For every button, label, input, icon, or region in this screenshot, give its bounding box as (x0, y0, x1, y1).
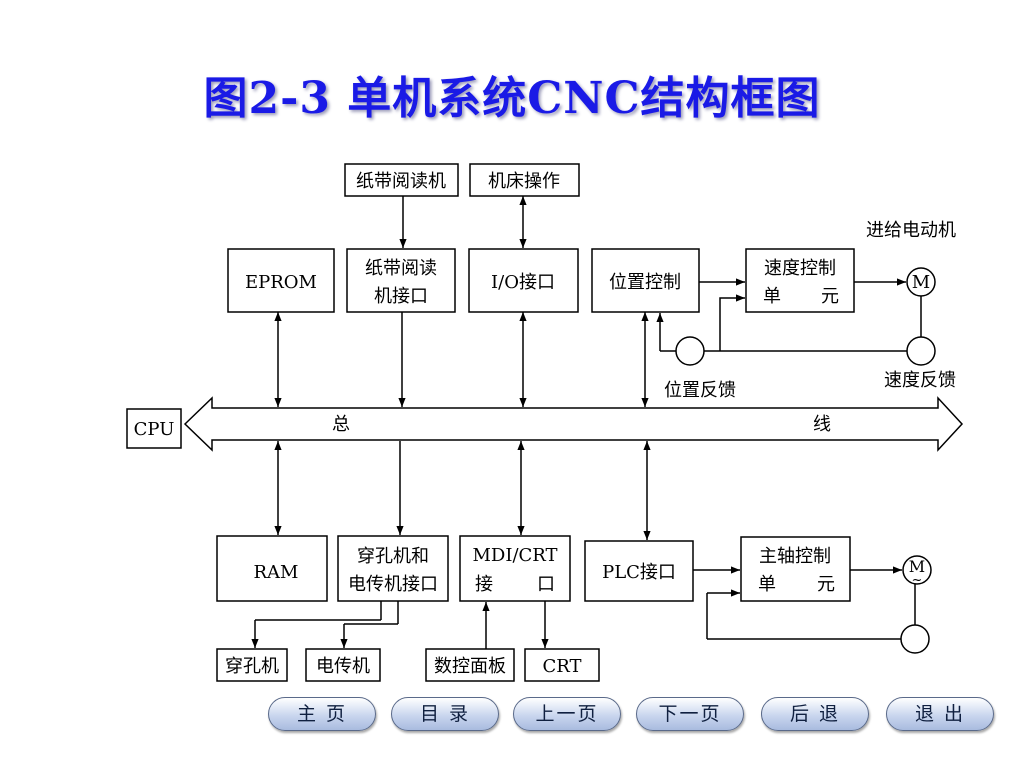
speed-unit-label-1: 速度控制 (764, 258, 836, 279)
machine-panel-label: 机床操作 (488, 171, 560, 192)
plc-interface-label: PLC接口 (602, 562, 676, 583)
ram-box (216, 535, 328, 602)
plc-interface-box (584, 540, 694, 602)
spindle-motor-symbol: M (909, 557, 925, 576)
bus-label-right: 线 (813, 414, 831, 435)
position-feedback-label: 位置反馈 (664, 380, 736, 401)
ram-label: RAM (254, 562, 299, 583)
position-sensor-circle (675, 336, 705, 366)
home-button[interactable]: 主 页 (268, 697, 376, 731)
speed-unit-label-2b: 元 (821, 286, 839, 307)
punch-interface-label-1: 穿孔机和 (357, 546, 429, 567)
cpu-label: CPU (134, 419, 175, 440)
contents-button[interactable]: 目 录 (391, 697, 499, 731)
spindle-unit-label-2b: 元 (817, 574, 835, 595)
speed-unit-box (745, 248, 855, 313)
tape-interface-label-2: 机接口 (374, 286, 428, 307)
cpu-box (126, 408, 182, 449)
bus-label-left: 总 (332, 414, 350, 435)
mdi-crt-label-2a: 接 (475, 574, 493, 595)
speed-sensor-circle (906, 336, 936, 366)
next-page-button[interactable]: 下一页 (636, 697, 744, 731)
spindle-unit-label-2a: 单 (758, 574, 776, 595)
position-control-label: 位置控制 (609, 272, 681, 293)
spindle-unit-label-1: 主轴控制 (759, 546, 831, 567)
spindle-unit-box (740, 536, 851, 602)
nc-panel-box (425, 648, 515, 682)
mdi-crt-label-1: MDI/CRT (472, 545, 557, 566)
mdi-crt-box (459, 535, 571, 602)
prev-page-button[interactable]: 上一页 (513, 697, 621, 731)
punch-label: 穿孔机 (225, 656, 279, 677)
back-button[interactable]: 后 退 (761, 697, 869, 731)
spindle-motor-tilde: ~ (912, 573, 923, 588)
feed-motor-label: 进给电动机 (866, 220, 956, 241)
crt-label: CRT (542, 656, 581, 677)
mdi-crt-label-2b: 口 (537, 574, 555, 595)
tape-interface-label-1: 纸带阅读 (365, 258, 437, 279)
feed-motor-symbol: M (912, 272, 930, 293)
speed-feedback-label: 速度反馈 (884, 370, 956, 391)
punch-interface-label-2: 电传机接口 (348, 574, 438, 595)
crt-box (524, 648, 600, 682)
punch-box (216, 648, 288, 682)
page-title: 图2-3 单机系统CNC结构框图 (203, 73, 821, 124)
tape-interface-box (346, 248, 456, 313)
io-interface-label: I/O接口 (491, 272, 555, 293)
exit-button[interactable]: 退 出 (886, 697, 994, 731)
teletype-label: 电传机 (316, 656, 370, 677)
tape-reader-box (344, 163, 459, 197)
spindle-sensor-circle (900, 624, 930, 654)
navigation-bar: 主 页 目 录 上一页 下一页 后 退 退 出 (268, 697, 998, 733)
punch-interface-box (337, 535, 449, 602)
spindle-motor-circle (902, 555, 932, 585)
system-bus (183, 396, 964, 452)
eprom-label: EPROM (245, 272, 317, 293)
teletype-box (305, 648, 381, 682)
nc-panel-label: 数控面板 (434, 656, 506, 677)
speed-unit-label-2a: 单 (763, 286, 781, 307)
tape-reader-label: 纸带阅读机 (356, 171, 446, 192)
